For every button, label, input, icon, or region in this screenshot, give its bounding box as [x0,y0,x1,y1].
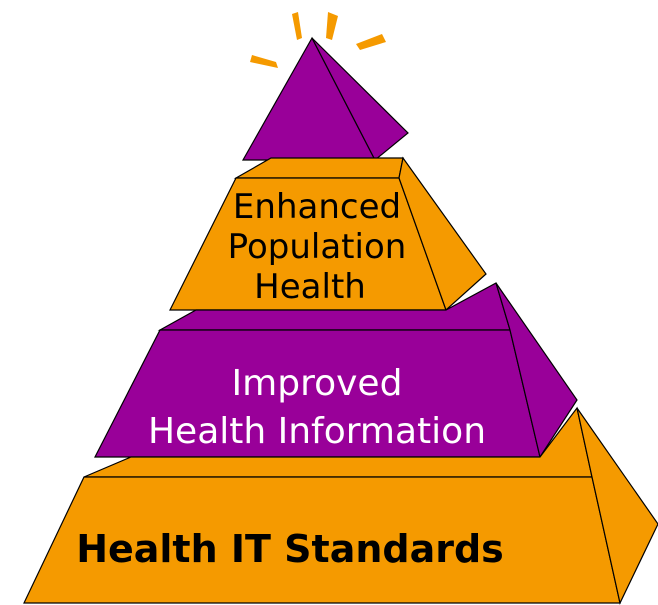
tier1-side-face [398,156,487,312]
spark-ray-center [326,12,338,40]
tier1-top-face [233,157,404,179]
spark-ray-far-left [292,12,302,40]
tier1-label-line2: Population [228,227,407,267]
tier-population-health: Enhanced Population Health [169,156,487,312]
tier2-label-line2: Health Information [148,411,486,452]
tier-health-information: Improved Health Information [94,282,578,459]
tier2-label-line1: Improved [232,363,403,404]
tier-health-it-standards: Health IT Standards [23,406,658,605]
apex-side-face [311,37,409,161]
sparkle-icon [250,12,386,68]
tier3-side-face [576,407,658,605]
spark-ray-left [250,55,278,68]
apex-pyramid [241,36,409,161]
tier1-label-line3: Health [254,267,366,307]
tier3-label: Health IT Standards [76,527,504,571]
tier1-label-line1: Enhanced [233,187,401,227]
spark-ray-right-top [356,34,386,50]
